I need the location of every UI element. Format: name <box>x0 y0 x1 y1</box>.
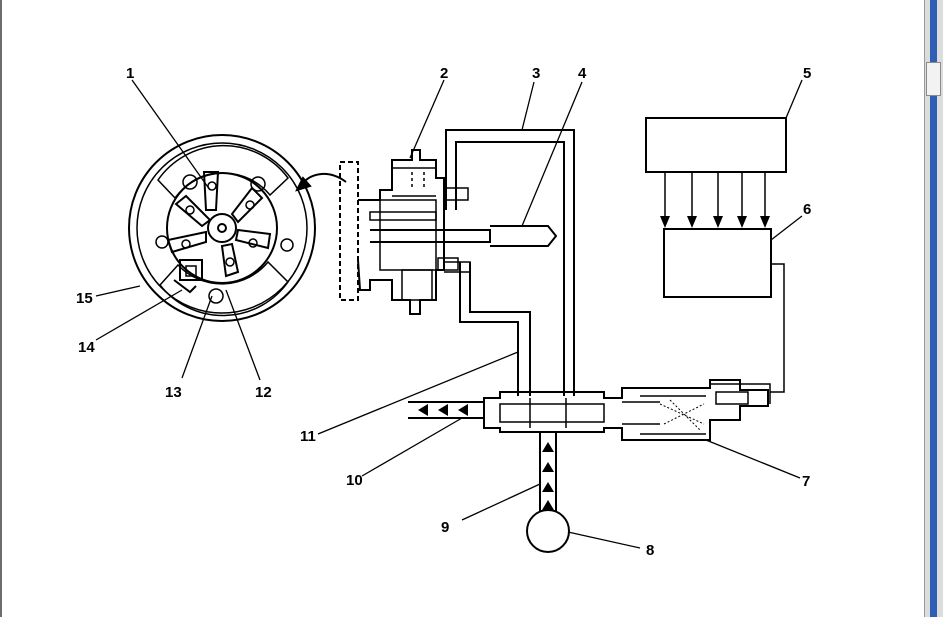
callout-labels: 1 2 3 4 5 6 7 8 9 10 11 12 13 14 15 <box>76 65 811 559</box>
oil-passages <box>445 129 575 396</box>
callout-9: 9 <box>441 519 449 536</box>
callout-3: 3 <box>532 65 540 82</box>
leader-lines <box>95 79 803 549</box>
callout-5: 5 <box>803 65 811 82</box>
callout-14: 14 <box>78 339 95 356</box>
camshaft-sprocket-assembly <box>339 149 558 315</box>
control-modules <box>645 117 787 393</box>
callout-12: 12 <box>255 384 272 401</box>
oil-control-valve <box>483 379 771 441</box>
callout-2: 2 <box>440 65 448 82</box>
callout-15: 15 <box>76 290 93 307</box>
cam-phaser-assembly <box>128 134 347 322</box>
scrollbar-thumb[interactable] <box>926 62 941 96</box>
scrollbar-track[interactable] <box>930 0 937 617</box>
callout-10: 10 <box>346 472 363 489</box>
supply-lines <box>408 401 570 553</box>
callout-8: 8 <box>646 542 654 559</box>
callout-7: 7 <box>802 473 810 490</box>
callout-11: 11 <box>300 428 316 445</box>
window-border <box>0 0 2 617</box>
callout-1: 1 <box>126 65 134 82</box>
oil-control-valve-schematic: 1 2 3 4 5 6 7 8 9 10 11 12 13 14 15 <box>76 65 811 559</box>
callout-13: 13 <box>165 384 182 401</box>
callout-6: 6 <box>803 201 811 218</box>
callout-4: 4 <box>578 65 587 82</box>
